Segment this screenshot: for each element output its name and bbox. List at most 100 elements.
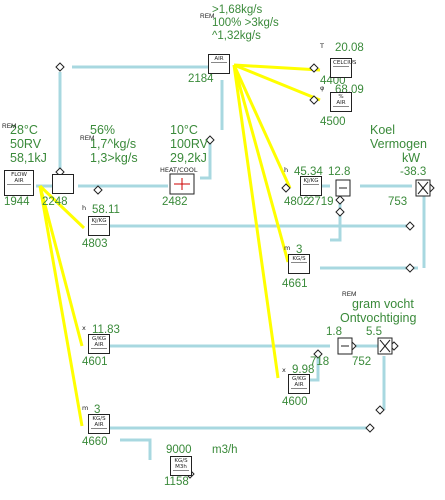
id-753: 753 bbox=[388, 196, 408, 208]
node-r bbox=[93, 185, 103, 195]
rem-tag-mix: REM bbox=[80, 135, 95, 142]
koel-label: Koel bbox=[370, 123, 396, 137]
node-o bbox=[375, 405, 385, 415]
node-i bbox=[405, 221, 415, 231]
in-h: 58,1kJ bbox=[10, 151, 47, 165]
hc-rh: 100RV bbox=[170, 137, 208, 151]
ontvochtiging-label: Ontvochtiging bbox=[340, 311, 417, 325]
vol-val: 9000 bbox=[166, 444, 192, 456]
id-4802: 4802 bbox=[284, 196, 310, 208]
gram-vocht-label: gram vocht bbox=[352, 297, 414, 311]
dh-val-1: 12.8 bbox=[328, 166, 351, 178]
wire-hc-up bbox=[200, 140, 212, 180]
kw-label: kW bbox=[402, 151, 421, 165]
mass-block-1[interactable]: KG/S bbox=[288, 254, 310, 274]
top-flow-1: >1,68kg/s bbox=[212, 4, 263, 16]
wire-vol bbox=[120, 438, 152, 460]
id-4500: 4500 bbox=[320, 116, 346, 128]
node-k bbox=[405, 263, 415, 273]
temp-value: 20.08 bbox=[335, 42, 364, 54]
mix-flow-2: 1,3>kg/s bbox=[90, 151, 138, 165]
yellow-5 bbox=[232, 64, 280, 379]
hx-block-2-label: KJ/KG bbox=[91, 218, 107, 225]
hx-block-1-label: KJ/KG bbox=[303, 178, 319, 185]
node-d bbox=[309, 63, 319, 73]
m-tag-1: m bbox=[284, 244, 291, 252]
hc-temp: 10°C bbox=[170, 123, 198, 137]
gx-block-1-label: G/KG AIR bbox=[91, 336, 107, 349]
id-752: 752 bbox=[352, 356, 372, 368]
node-f bbox=[281, 183, 291, 193]
id-4601: 4601 bbox=[82, 356, 108, 368]
node-h bbox=[335, 207, 345, 217]
hum-block[interactable]: % AIR bbox=[330, 92, 352, 112]
rem-tag-dh: REM bbox=[342, 291, 357, 298]
air-block-label: AIR bbox=[211, 56, 227, 63]
mix-flow-1: 1,7^kg/s bbox=[90, 137, 137, 151]
node-e bbox=[309, 95, 319, 105]
dx-val: 1.8 bbox=[326, 326, 342, 338]
id-718: 718 bbox=[310, 356, 330, 368]
hc-h: 29,2kJ bbox=[170, 151, 207, 165]
h-tag-1: h bbox=[284, 166, 289, 174]
vol-block-label: KG/S M3h bbox=[173, 458, 189, 471]
phi-tag: φ bbox=[320, 84, 325, 92]
in-rh: 50RV bbox=[10, 137, 42, 151]
flow-block-label: FLOW AIR bbox=[7, 172, 31, 185]
yellow-7 bbox=[38, 185, 84, 347]
top-flow-2: 100% >3kg/s bbox=[212, 17, 279, 29]
vol-unit: m3/h bbox=[212, 444, 238, 456]
h-val-1: 45.34 bbox=[294, 166, 323, 178]
in-temp: 28°C bbox=[10, 123, 38, 137]
mass-block-1-label: KG/S bbox=[291, 256, 307, 263]
mass-block-2[interactable]: KG/S AIR bbox=[88, 414, 110, 434]
vol-block[interactable]: KG/S M3h bbox=[170, 456, 192, 476]
temp-block[interactable]: CELCIUS bbox=[330, 58, 357, 78]
node-a bbox=[55, 62, 65, 72]
mix-pct: 56% bbox=[90, 123, 116, 137]
node-l bbox=[313, 349, 323, 359]
id-4661: 4661 bbox=[282, 278, 308, 290]
id-1944: 1944 bbox=[4, 196, 30, 208]
id-2482: 2482 bbox=[162, 196, 188, 208]
power-val: -38.3 bbox=[400, 166, 427, 178]
node-g bbox=[335, 195, 345, 205]
h-val-2: 58.11 bbox=[92, 204, 120, 216]
gx-block-1[interactable]: G/KG AIR bbox=[88, 334, 110, 354]
mass-block-2-label: KG/S AIR bbox=[91, 416, 107, 429]
mixer-block[interactable] bbox=[52, 174, 74, 194]
yellow-6 bbox=[38, 184, 86, 230]
yellow-8 bbox=[38, 185, 84, 427]
hx-block-2[interactable]: KJ/KG bbox=[88, 216, 110, 236]
flow-block[interactable]: FLOW AIR bbox=[4, 170, 34, 196]
x-val-1: 11.83 bbox=[92, 324, 120, 336]
id-1158: 1158 bbox=[164, 476, 189, 488]
gx-block-2-label: G/KG AIR bbox=[291, 376, 307, 389]
m-val-1: 3 bbox=[296, 244, 303, 256]
heat-cool-label: HEAT/COOL bbox=[160, 166, 198, 174]
node-c bbox=[205, 135, 215, 145]
hum-block-label: % AIR bbox=[333, 94, 349, 107]
id-2719: 2719 bbox=[308, 196, 334, 208]
gx-block-2[interactable]: G/KG AIR bbox=[288, 374, 310, 394]
yellow-1 bbox=[233, 63, 321, 72]
h-tag-2: h bbox=[82, 204, 87, 212]
rem-tag-in: REM bbox=[2, 123, 17, 130]
id-4660: 4660 bbox=[82, 436, 108, 448]
yellow-3 bbox=[232, 64, 292, 189]
id-4400: 4400 bbox=[320, 75, 346, 87]
dehum-val: 5.5 bbox=[366, 326, 382, 338]
hx-block-1[interactable]: KJ/KG bbox=[300, 176, 322, 196]
temp-block-label: CELCIUS bbox=[333, 60, 357, 67]
air-block[interactable]: AIR bbox=[208, 54, 230, 74]
node-p bbox=[365, 423, 375, 433]
rem-tag: REM bbox=[200, 13, 215, 20]
yellow-4 bbox=[232, 64, 290, 263]
id-4803: 4803 bbox=[82, 238, 108, 250]
m-val-2: 3 bbox=[94, 404, 101, 416]
x-tag-2: x bbox=[282, 366, 286, 374]
id-2184: 2184 bbox=[188, 73, 214, 85]
id-4600: 4600 bbox=[282, 396, 308, 408]
top-flow-3: ^1,32kg/s bbox=[212, 30, 261, 42]
